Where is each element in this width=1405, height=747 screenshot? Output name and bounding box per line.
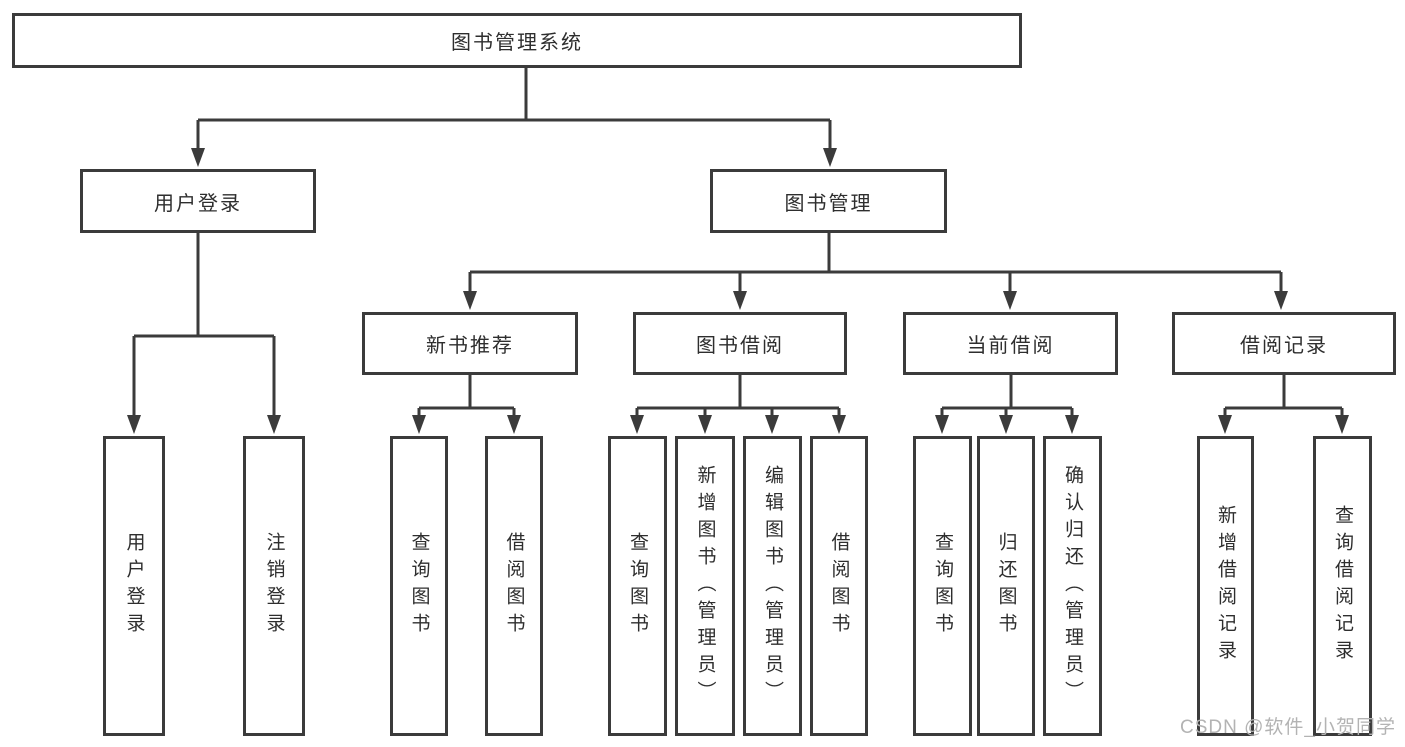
node-book-borrowing: 图书借阅: [633, 312, 847, 375]
node-book-management: 图书管理: [710, 169, 947, 233]
leaf-confirm-return-admin: 确认归还（管理员）: [1043, 436, 1102, 736]
leaf-edit-books-admin: 编辑图书（管理员）: [743, 436, 802, 736]
leaf-logout: 注销登录: [243, 436, 305, 736]
leaf-query-borrow-record: 查询借阅记录: [1313, 436, 1372, 736]
leaf-recommend-borrow-books: 借阅图书: [485, 436, 543, 736]
connector-path: [132, 68, 1344, 418]
leaf-return-books: 归还图书: [977, 436, 1035, 736]
leaf-recommend-query-books: 查询图书: [390, 436, 448, 736]
node-library-system: 图书管理系统: [12, 13, 1022, 68]
leaf-user-login: 用户登录: [103, 436, 165, 736]
node-current-borrowing: 当前借阅: [903, 312, 1118, 375]
leaf-add-books-admin: 新增图书（管理员）: [675, 436, 735, 736]
node-new-book-recommendation: 新书推荐: [362, 312, 578, 375]
leaf-add-borrow-record: 新增借阅记录: [1197, 436, 1254, 736]
leaf-borrowing-query-books: 查询图书: [608, 436, 667, 736]
arrowheads: [127, 148, 1349, 434]
csdn-watermark: CSDN @软件_小贺同学: [1180, 717, 1396, 738]
leaf-borrow-books: 借阅图书: [810, 436, 868, 736]
node-borrowing-records: 借阅记录: [1172, 312, 1396, 375]
leaf-current-query-books: 查询图书: [913, 436, 972, 736]
node-user-login: 用户登录: [80, 169, 316, 233]
